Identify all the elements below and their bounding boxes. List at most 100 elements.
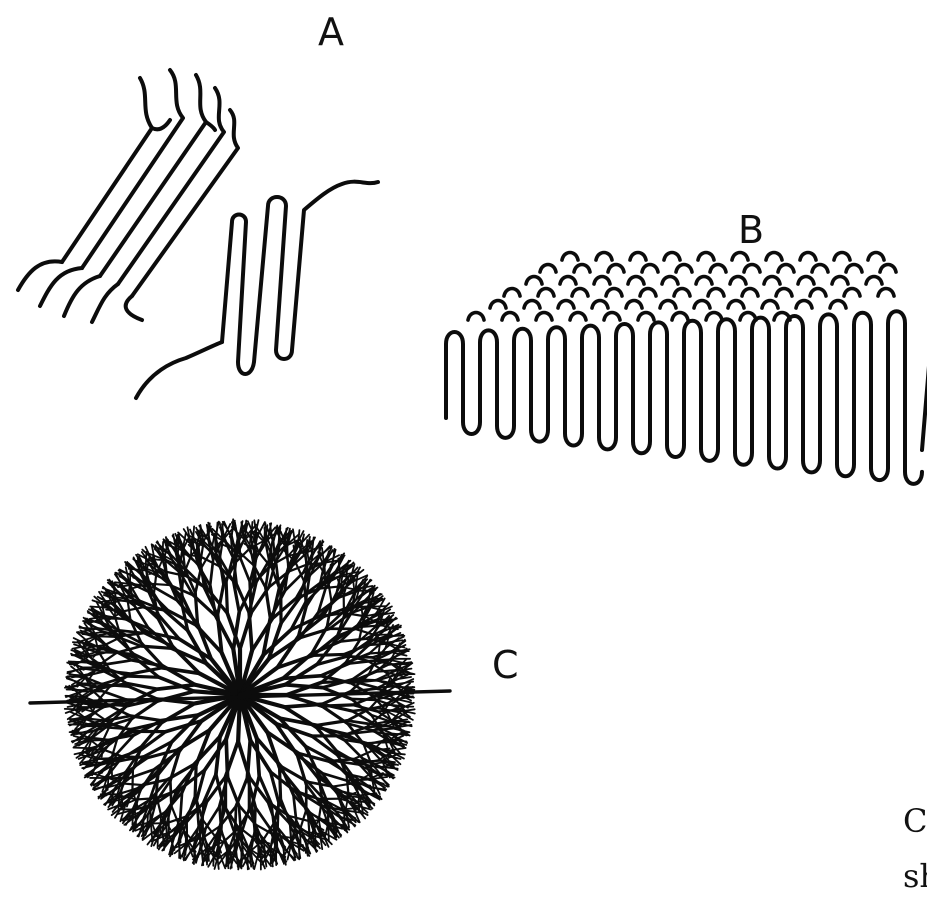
fold-cap	[834, 253, 850, 261]
spherulite-fibril	[170, 781, 171, 806]
spherulite-fibril	[258, 832, 259, 853]
fold-cap	[744, 265, 760, 273]
spherulite-fibril	[313, 654, 344, 655]
spherulite-fibril	[280, 768, 281, 799]
caption-fragment-line-1: C	[903, 802, 927, 840]
fold-cap	[732, 253, 748, 261]
panel-c: C	[30, 519, 519, 869]
spherulite-fibril	[90, 607, 107, 608]
caption-fragment-line-2: sh	[903, 857, 927, 895]
fold-cap	[662, 277, 678, 285]
panel-c-spherulite	[30, 519, 450, 869]
fold-cap	[608, 265, 624, 273]
spherulite-fibril	[206, 806, 220, 827]
fold-cap	[762, 301, 778, 309]
fold-cap	[502, 313, 518, 321]
fold-cap	[538, 289, 554, 297]
panel-a-chain-bundle-left	[18, 70, 238, 322]
panel-c-label: C	[492, 643, 519, 687]
spherulite-fibril	[278, 802, 279, 827]
fold-cap	[596, 253, 612, 261]
fold-cap	[710, 265, 726, 273]
spherulite-fibril	[317, 721, 348, 726]
panel-b-lamella-block	[446, 253, 927, 484]
panel-a-label: A	[318, 10, 344, 54]
fold-cap	[536, 313, 552, 321]
fold-cap	[776, 289, 792, 297]
spherulite-fibril	[73, 690, 90, 691]
fold-cap	[778, 265, 794, 273]
spherulite-fibril	[346, 780, 367, 781]
fold-cap	[708, 289, 724, 297]
spherulite-fibril	[352, 680, 377, 681]
fold-cap	[800, 253, 816, 261]
spherulite-fibril	[228, 777, 239, 806]
fold-cap	[846, 265, 862, 273]
fold-cap	[766, 253, 782, 261]
spherulite-fibril	[107, 660, 132, 664]
fold-cap	[592, 301, 608, 309]
fold-cap	[812, 265, 828, 273]
spherulite-fibril	[351, 699, 376, 700]
panel-b: B	[446, 208, 927, 484]
spherulite-fibril	[325, 568, 326, 589]
fold-cap	[626, 301, 642, 309]
spherulite-fibril	[128, 676, 159, 677]
fold-cap	[630, 253, 646, 261]
panel-a-folded-chain	[136, 182, 378, 398]
fold-cap	[728, 301, 744, 309]
spherulite-fibril	[226, 583, 227, 614]
spherulite-fibril	[333, 783, 354, 786]
fold-cap	[526, 277, 542, 285]
lamella-front-face	[446, 311, 922, 484]
fold-cap	[730, 277, 746, 285]
fold-cap	[698, 253, 714, 261]
spherulite-fibril	[118, 794, 119, 811]
fold-cap	[706, 313, 722, 321]
fold-cap	[878, 289, 894, 297]
fold-cap	[868, 253, 884, 261]
spherulite-fibril	[287, 547, 288, 568]
fold-cap	[606, 289, 622, 297]
spherulite-fibril	[249, 613, 252, 651]
fold-cap	[810, 289, 826, 297]
spherulite-fibril	[160, 815, 161, 832]
spherulite-fibril	[171, 806, 179, 825]
fold-cap	[880, 265, 896, 273]
spherulite-fibril	[367, 742, 388, 743]
fold-cap	[574, 265, 590, 273]
fold-cap	[694, 301, 710, 309]
caption-fragment: C sh	[903, 802, 927, 895]
spherulite-fibril	[132, 770, 133, 791]
fold-cap	[572, 289, 588, 297]
fold-cap	[560, 277, 576, 285]
spherulite-fibril	[366, 726, 387, 727]
fold-cap	[844, 289, 860, 297]
fold-cap	[674, 289, 690, 297]
spherulite-fibril	[235, 806, 236, 831]
fold-cap	[604, 313, 620, 321]
spherulite-fibril	[123, 607, 143, 611]
fold-cap	[676, 265, 692, 273]
spherulite-fibril	[321, 664, 349, 676]
fold-cap	[594, 277, 610, 285]
fold-cap	[660, 301, 676, 309]
spherulite-fibril	[149, 584, 170, 585]
fold-cap	[796, 301, 812, 309]
fold-cap	[638, 313, 654, 321]
spherulite-fibril	[210, 560, 213, 585]
spherulite-fibril	[132, 808, 133, 825]
spherulite-fibril	[111, 759, 112, 776]
spherulite-fibril	[284, 704, 322, 707]
fold-cap	[832, 277, 848, 285]
spherulite-fibril	[97, 636, 118, 637]
spherulite-fibril	[195, 765, 196, 796]
fold-cap	[504, 289, 520, 297]
spherulite-fibril	[271, 548, 272, 569]
fold-cap	[866, 277, 882, 285]
spherulite-fibril	[266, 588, 271, 619]
fold-cap	[672, 313, 688, 321]
fold-cap	[798, 277, 814, 285]
fold-cap	[540, 265, 556, 273]
